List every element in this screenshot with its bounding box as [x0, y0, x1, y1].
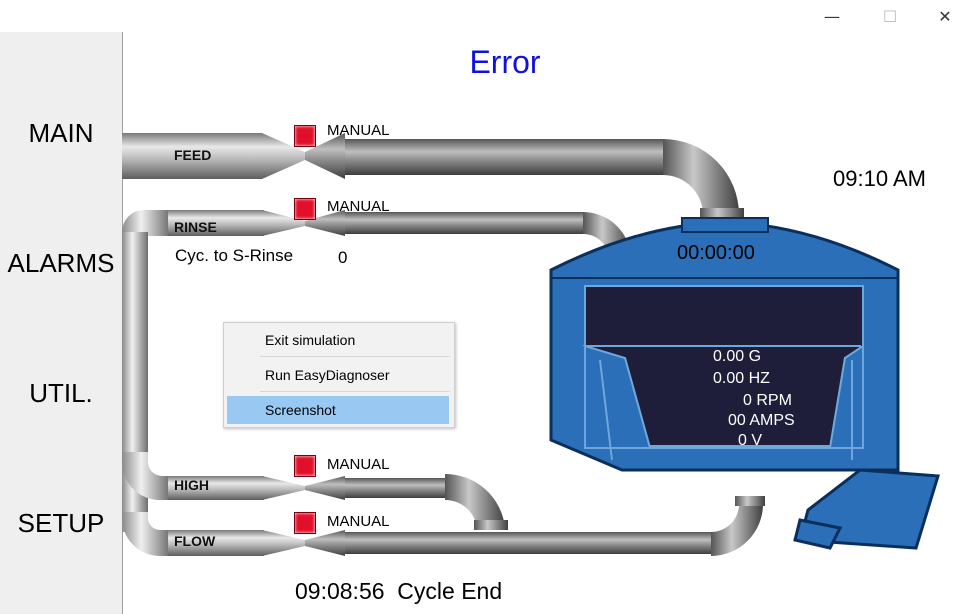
nav-alarms-button[interactable]: ALARMS [7, 248, 115, 278]
rinse-valve-mode: MANUAL [327, 198, 390, 215]
menu-item-screenshot[interactable]: Screenshot [227, 396, 449, 424]
minimize-button[interactable]: — [824, 6, 840, 26]
menu-item-run-easydiagnoser[interactable]: Run EasyDiagnoser [265, 367, 390, 383]
menu-item-exit-simulation[interactable]: Exit simulation [265, 332, 356, 348]
g-force-readout: 0.00 G [713, 348, 762, 365]
flow-valve-mode: MANUAL [327, 513, 390, 530]
close-button[interactable]: ✕ [938, 6, 952, 26]
flow-label: FLOW [174, 533, 216, 549]
clock: 09:10 AM [833, 166, 926, 191]
feed-label: FEED [174, 147, 212, 163]
nav-main-button[interactable]: MAIN [28, 118, 94, 148]
high-valve-indicator[interactable] [294, 455, 316, 477]
high-label: HIGH [174, 477, 209, 493]
frequency-readout: 0.00 HZ [713, 370, 770, 387]
feed-valve-indicator[interactable] [294, 125, 316, 147]
page-title: Error [469, 44, 541, 80]
rinse-cycle-value: 0 [338, 248, 348, 267]
rpm-readout: 0 RPM [743, 392, 792, 409]
sidebar: MAIN ALARMS UTIL. SETUP [0, 32, 123, 614]
menu-separator [260, 391, 450, 392]
flow-valve-indicator[interactable] [294, 512, 316, 534]
high-valve-mode: MANUAL [327, 456, 390, 473]
feed-valve-mode: MANUAL [327, 122, 390, 139]
maximize-button[interactable]: ☐ [882, 6, 898, 26]
context-menu: Exit simulation Run EasyDiagnoser Screen… [223, 322, 455, 428]
rinse-label: RINSE [174, 219, 217, 235]
volts-readout: 0 V [738, 432, 763, 449]
flow-pipe [122, 496, 765, 556]
nav-util-button[interactable]: UTIL. [29, 378, 93, 408]
cycle-timer: 00:00:00 [677, 242, 755, 264]
status-text: 09:08:56 Cycle End [295, 578, 503, 604]
menu-separator [260, 356, 450, 357]
feed-pipe [122, 133, 744, 222]
rinse-cycle-label: Cyc. to S-Rinse [175, 246, 294, 265]
amps-readout: 00 AMPS [728, 412, 795, 429]
rinse-valve-indicator[interactable] [294, 198, 316, 220]
nav-setup-button[interactable]: SETUP [17, 508, 105, 538]
